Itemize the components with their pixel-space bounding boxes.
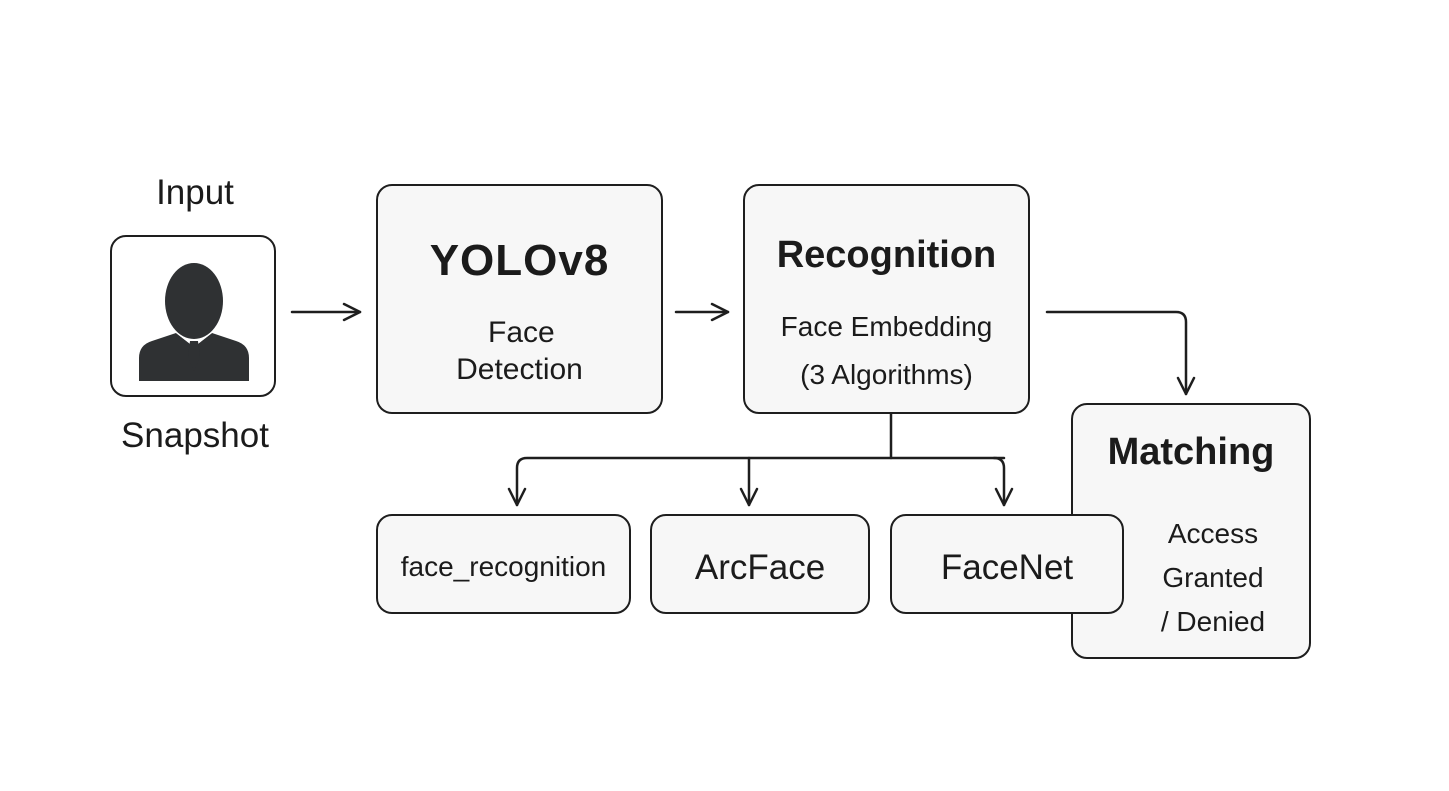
matching-result-line1: Access (1167, 518, 1259, 549)
matching-title: Matching (1107, 431, 1275, 473)
algorithm-facenet-label: FaceNet (940, 548, 1074, 587)
detection-subtitle-line2: Detection (456, 353, 583, 386)
detection-box: YOLOv8 Face Detection (376, 184, 663, 414)
detection-subtitle-line1: Face (488, 316, 555, 349)
arrow-recognition-to-matching (1045, 310, 1196, 396)
arrow-to-facenet (992, 456, 1014, 507)
algorithm-arcface-label: ArcFace (694, 548, 826, 587)
input-snapshot-frame (110, 235, 276, 397)
algorithm-arcface-box: ArcFace (650, 514, 870, 614)
recognition-box: Recognition Face Embedding (3 Algorithms… (743, 184, 1030, 414)
arrow-to-face-recognition (507, 456, 1006, 507)
algorithm-face-recognition-label: face_recognition (400, 551, 607, 582)
algorithm-face-recognition-box: face_recognition (376, 514, 631, 614)
input-caption: Snapshot (121, 416, 269, 455)
algorithm-facenet-box: FaceNet (890, 514, 1124, 614)
matching-result-line3: / Denied (1160, 606, 1266, 637)
matching-result-line2: Granted (1162, 562, 1264, 593)
person-silhouette-icon (139, 263, 249, 381)
recognition-subtitle-line2: (3 Algorithms) (800, 359, 973, 390)
input-title: Input (156, 173, 234, 212)
recognition-title: Recognition (776, 234, 997, 276)
recognition-subtitle-line1: Face Embedding (780, 311, 993, 342)
detection-title: YOLOv8 (429, 236, 610, 285)
